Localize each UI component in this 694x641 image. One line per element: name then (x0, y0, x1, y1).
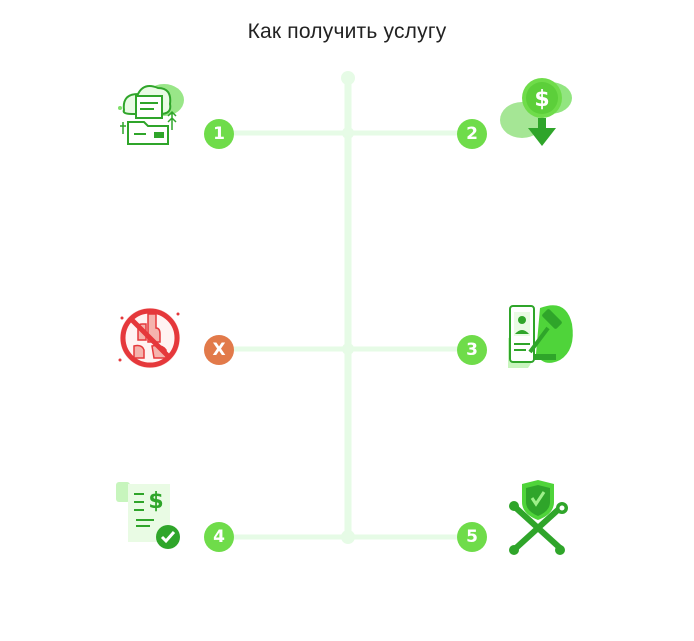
step-badge-2: 2 (457, 119, 487, 149)
step-badge-5: 5 (457, 522, 487, 552)
svg-text:$: $ (148, 489, 163, 514)
online-court-gavel-icon (508, 305, 573, 368)
svg-text:$: $ (534, 87, 549, 112)
forbidden-badge: X (204, 335, 234, 365)
step-badge-3: 3 (457, 335, 487, 365)
step-badge-label: X (212, 340, 226, 360)
shield-tools-icon (509, 480, 568, 555)
junction-node-1 (342, 127, 354, 139)
cloud-documents-icon (118, 84, 184, 145)
junction-node-3 (341, 530, 355, 544)
step-badge-label: 1 (213, 124, 225, 144)
timeline-start-node (341, 71, 355, 85)
page-title: Как получить услугу (247, 20, 447, 43)
step-badge-1: 1 (204, 119, 234, 149)
paid-receipt-icon: $ (116, 482, 180, 549)
step-badge-4: 4 (204, 522, 234, 552)
step-badge-label: 2 (466, 124, 478, 144)
step-badge-label: 4 (213, 527, 225, 547)
junction-node-2 (342, 343, 354, 355)
step-badge-label: 3 (466, 340, 478, 360)
no-protest-icon (118, 308, 180, 368)
dollar-download-icon: $ (500, 78, 572, 146)
step-badge-label: 5 (466, 527, 478, 547)
